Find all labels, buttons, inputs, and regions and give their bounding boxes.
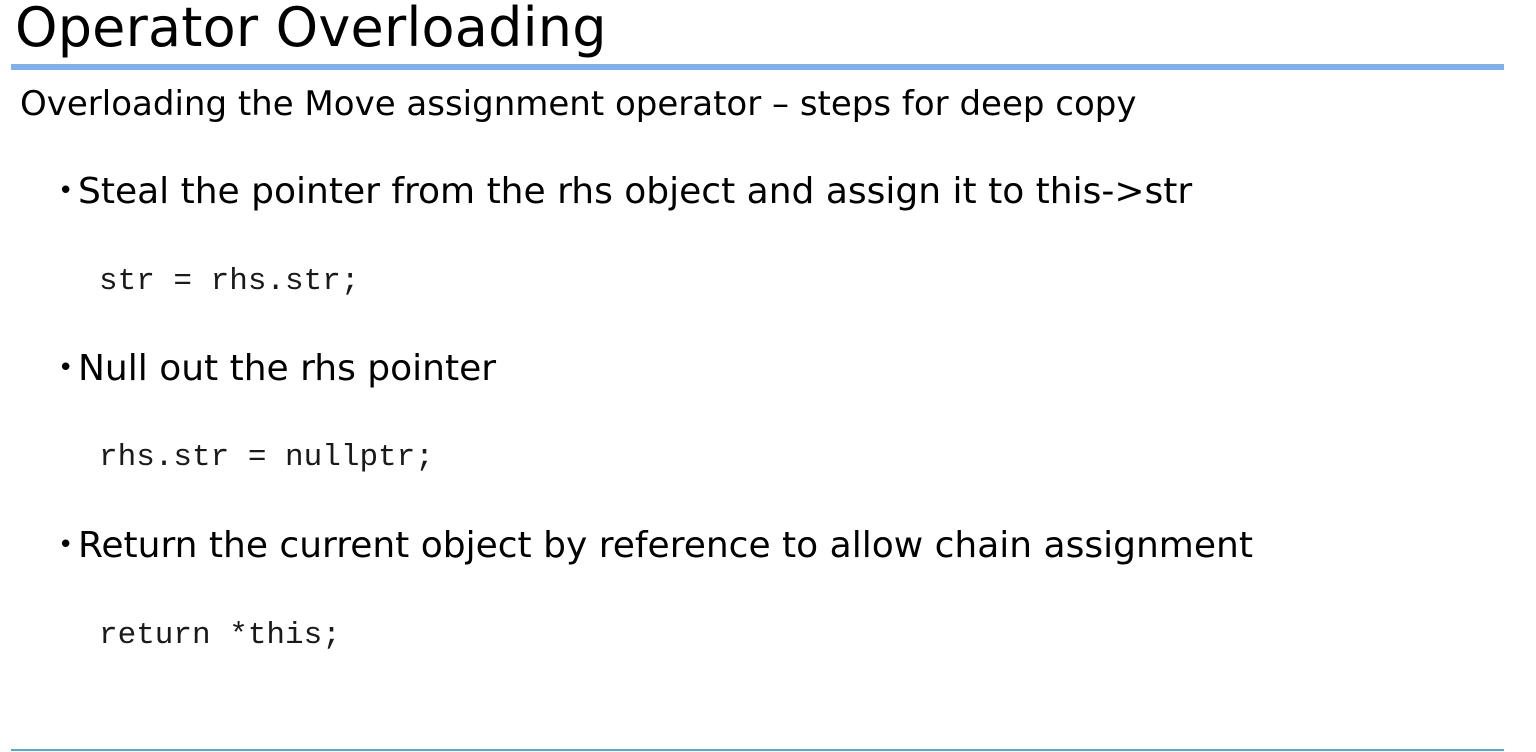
title-underline [11,64,1504,70]
slide-title: Operator Overloading [15,0,607,59]
step-3-code: return *this; [99,618,341,653]
step-1-text: Steal the pointer from the rhs object an… [78,171,1193,212]
slide-subtitle: Overloading the Move assignment operator… [20,84,1137,124]
step-2-code: rhs.str = nullptr; [99,440,434,475]
step-1-code: str = rhs.str; [99,264,360,299]
step-3-bullet: •Return the current object by reference … [58,522,1253,569]
bullet-marker: • [58,530,74,560]
step-2-text: Null out the rhs pointer [78,348,497,389]
bullet-marker: • [58,176,74,206]
footer-rule [11,749,1504,751]
step-1-bullet: •Steal the pointer from the rhs object a… [58,168,1192,215]
step-3-text: Return the current object by reference t… [78,525,1253,566]
step-2-bullet: •Null out the rhs pointer [58,345,496,392]
bullet-marker: • [58,353,74,383]
